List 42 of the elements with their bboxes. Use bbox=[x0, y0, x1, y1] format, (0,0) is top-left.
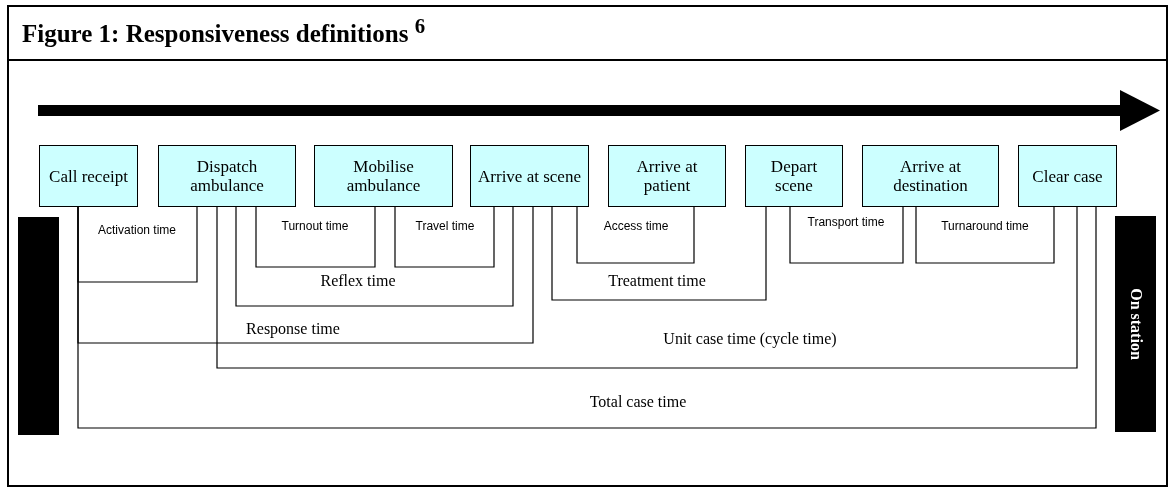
connector-line bbox=[789, 206, 904, 264]
event-text: Arrive at scene bbox=[478, 166, 581, 186]
connector-line bbox=[255, 206, 376, 268]
duration-label: Travel time bbox=[415, 219, 475, 234]
event-text: Arrive at destination bbox=[892, 157, 969, 195]
event-box bbox=[1018, 145, 1117, 207]
event-box bbox=[862, 145, 999, 207]
connector-line bbox=[576, 206, 695, 264]
event-box bbox=[470, 145, 589, 207]
bar bbox=[18, 217, 59, 435]
connector-line bbox=[551, 206, 767, 301]
event-box bbox=[39, 145, 138, 207]
duration-label: Reflex time bbox=[320, 272, 396, 290]
status-bar bbox=[1115, 216, 1156, 432]
connector-line bbox=[77, 206, 534, 344]
duration-label: Total case time bbox=[589, 393, 687, 411]
duration-label: Activation time bbox=[97, 223, 177, 238]
duration-label: Treatment time bbox=[608, 272, 706, 290]
duration-label: Access time bbox=[602, 219, 670, 234]
figure-title: Figure 1: Responsiveness definitions $^{6}$ bbox=[22, 14, 426, 49]
event-box bbox=[314, 145, 453, 207]
event-text: Mobilise ambulance bbox=[345, 157, 422, 195]
connector-line bbox=[77, 206, 1097, 429]
duration-label: Transport time bbox=[806, 215, 886, 230]
duration-label: Unit case time (cycle time) bbox=[663, 330, 837, 348]
event-box bbox=[158, 145, 296, 207]
duration-label: Turnaround time bbox=[940, 219, 1030, 234]
connector-line bbox=[216, 206, 1078, 369]
connector-line bbox=[394, 206, 495, 268]
event-box bbox=[608, 145, 726, 207]
connector-line bbox=[915, 206, 1055, 264]
event-text: Dispatch ambulance bbox=[189, 157, 265, 195]
event-box bbox=[745, 145, 843, 207]
event-text: Arrive at patient bbox=[635, 157, 699, 195]
event-text: Call receipt bbox=[49, 166, 128, 186]
event-text: Clear case bbox=[1032, 166, 1103, 186]
connector-line bbox=[77, 206, 198, 283]
bar-label: On station bbox=[1126, 288, 1145, 360]
duration-label: Response time bbox=[246, 320, 340, 338]
connector-line bbox=[235, 206, 514, 307]
event-text: Depart scene bbox=[769, 157, 819, 195]
duration-label: Turnout time bbox=[280, 219, 350, 234]
